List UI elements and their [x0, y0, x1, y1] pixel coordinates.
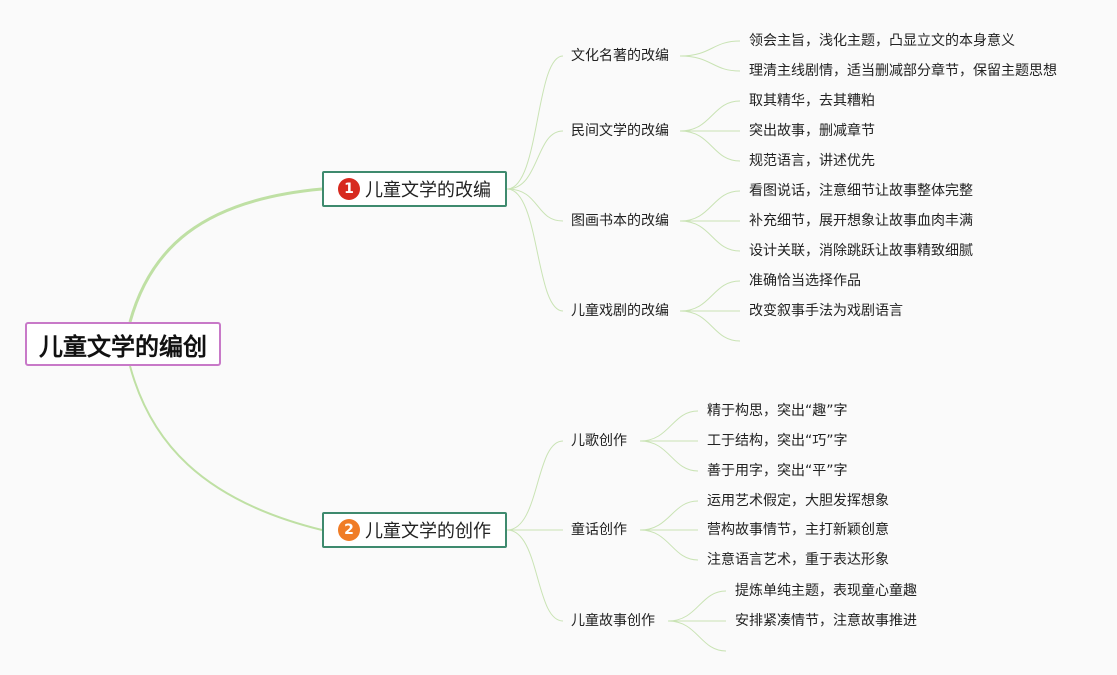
- subtopic-node[interactable]: 民间文学的改编: [571, 123, 669, 139]
- leaf-node[interactable]: 营构故事情节，主打新颖创意: [707, 522, 889, 538]
- leaf-connectors: [639, 40, 741, 652]
- leaf-node[interactable]: 领会主旨，浅化主题，凸显立文的本身意义: [749, 33, 1015, 49]
- leaf-node[interactable]: 精于构思，突出“趣”字: [707, 403, 848, 419]
- leaf-node[interactable]: 规范语言，讲述优先: [749, 153, 875, 169]
- leaf-node[interactable]: 提炼单纯主题，表现童心童趣: [735, 583, 917, 599]
- leaf-node[interactable]: 看图说话，注意细节让故事整体完整: [749, 183, 973, 199]
- leaf-node[interactable]: 改变叙事手法为戏剧语言: [749, 303, 903, 319]
- priority-2-badge-icon: 2: [338, 519, 360, 541]
- branch-label: 儿童文学的创作: [365, 521, 491, 542]
- root-connector-2: [129, 365, 323, 531]
- subtopic-node[interactable]: 儿童戏剧的改编: [571, 303, 669, 319]
- subtopic-node[interactable]: 儿歌创作: [571, 433, 627, 449]
- leaf-node[interactable]: 工于结构，突出“巧”字: [707, 433, 848, 449]
- branch2-connectors: [506, 440, 564, 622]
- leaf-node[interactable]: 注意语言艺术，重于表达形象: [707, 552, 889, 568]
- subtopic-node[interactable]: 童话创作: [571, 522, 627, 538]
- leaf-node[interactable]: 设计关联，消除跳跃让故事精致细腻: [749, 243, 973, 259]
- branch-node-adaptation[interactable]: 1 儿童文学的改编: [322, 171, 507, 207]
- leaf-node[interactable]: 安排紧凑情节，注意故事推进: [735, 613, 917, 629]
- branch-node-creation[interactable]: 2 儿童文学的创作: [322, 512, 507, 548]
- subtopic-node[interactable]: 文化名著的改编: [571, 48, 669, 64]
- leaf-node[interactable]: 运用艺术假定，大胆发挥想象: [707, 493, 889, 509]
- root-connector-1: [128, 187, 323, 323]
- subtopic-node[interactable]: 图画书本的改编: [571, 213, 669, 229]
- root-label: 儿童文学的编创: [39, 332, 207, 361]
- subtopic-node[interactable]: 儿童故事创作: [571, 613, 655, 629]
- leaf-node[interactable]: 准确恰当选择作品: [749, 273, 861, 289]
- leaf-node[interactable]: 理清主线剧情，适当删减部分章节，保留主题思想: [749, 63, 1057, 79]
- leaf-node[interactable]: 补充细节，展开想象让故事血肉丰满: [749, 213, 973, 229]
- leaf-node[interactable]: 善于用字，突出“平”字: [707, 463, 848, 479]
- root-node[interactable]: 儿童文学的编创: [25, 322, 221, 366]
- leaf-node[interactable]: 取其精华，去其糟粕: [749, 93, 875, 109]
- branch-label: 儿童文学的改编: [365, 180, 491, 201]
- leaf-node[interactable]: 突出故事，删减章节: [749, 123, 875, 139]
- branch1-connectors: [506, 55, 564, 312]
- priority-1-badge-icon: 1: [338, 178, 360, 200]
